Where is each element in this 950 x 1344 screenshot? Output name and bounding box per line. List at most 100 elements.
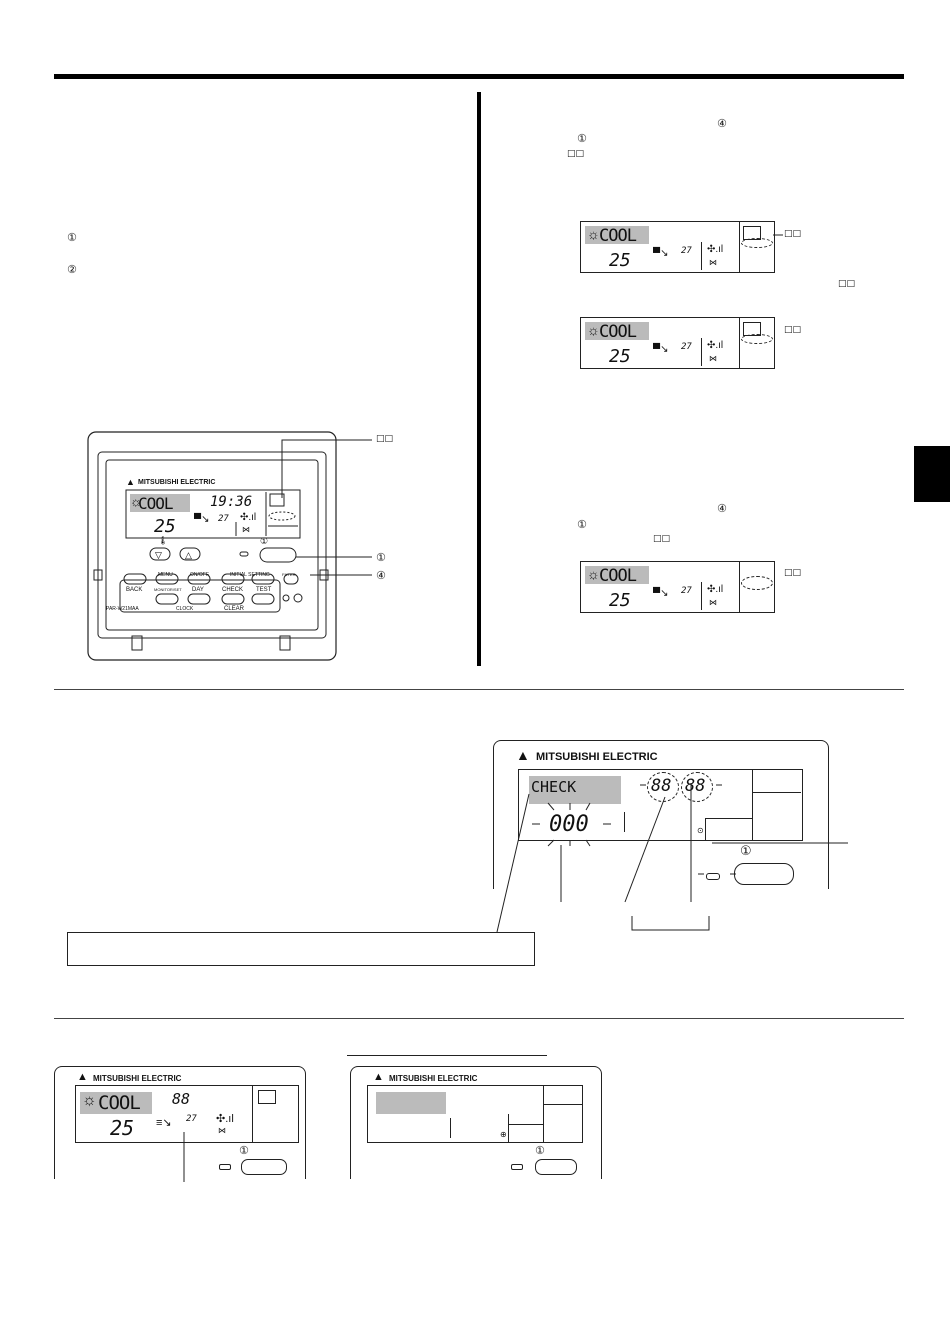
check-on-off-button[interactable]: [734, 863, 794, 885]
bl-set-temp: 25: [110, 1116, 135, 1140]
bottom-left-panel: ▲ MITSUBISHI ELECTRIC ☼ COOL 88 25 ≡↘ 27…: [54, 1066, 306, 1179]
remote-callout-box: □□: [376, 434, 394, 444]
lcd2-callout-box: □□: [784, 325, 802, 335]
br-lcd-highlight: [376, 1092, 446, 1114]
bl-on-off-button[interactable]: [241, 1159, 287, 1175]
lcd-display-2: ☼ COOL 25 ▀↘ 27 ✣.ıl ⋈: [580, 317, 775, 369]
remote-monitor-set-label[interactable]: MONITOR/SET: [154, 587, 182, 592]
br-on-off-button[interactable]: [535, 1159, 577, 1175]
lcd1-fan-icon: ☼: [587, 226, 600, 242]
lcd3-vane-icon: ▀↘: [653, 588, 669, 599]
bl-mode: COOL: [98, 1092, 141, 1114]
br-heading-rule: [347, 1055, 547, 1056]
page-thumb-tab: [914, 446, 950, 502]
remote-fan-speed-icon: ✣.ıl: [240, 512, 257, 523]
marker-box-a: □□: [567, 149, 585, 159]
remote-clock-label: CLOCK: [176, 606, 194, 612]
lcd2-vane-icon: ▀↘: [653, 344, 669, 355]
svg-text:△: △: [185, 550, 192, 560]
remote-outline: ▽ △: [87, 431, 337, 661]
lcd2-louver-icon: ⋈: [709, 354, 717, 363]
remote-back-label[interactable]: BACK: [126, 587, 143, 593]
check-code-digits: 000: [549, 812, 589, 837]
check-label: CHECK: [531, 778, 577, 796]
marker-box-b: □□: [838, 279, 856, 289]
section-separator-1: [54, 689, 904, 690]
br-sensor-icon: ⊕: [500, 1130, 507, 1139]
check-sensor-icon: ⊙: [697, 826, 704, 835]
br-logo-icon: ▲: [373, 1071, 384, 1083]
remote-model-label: PAR-W21MAA: [106, 606, 139, 612]
remote-test-label[interactable]: TEST: [256, 587, 272, 593]
marker-four-b: ④: [717, 502, 727, 515]
marker-one-a: ①: [577, 132, 587, 145]
check-display-panel: ▲ MITSUBISHI ELECTRIC CHECK 000 88 88 ⊙ …: [493, 740, 829, 889]
br-lcd: ⊕: [367, 1085, 583, 1143]
bl-fan-speed-icon: ✣.ıl: [216, 1113, 234, 1125]
lcd3-fan-speed-icon: ✣.ıl: [707, 584, 724, 595]
lcd3-filter-cleared: [741, 576, 773, 590]
bl-room-temp: 27: [186, 1114, 197, 1124]
lcd3-fan-icon: ☼: [587, 566, 600, 582]
lcd1-mode: COOL: [599, 226, 637, 246]
remote-set-temp: 25: [154, 516, 176, 537]
remote-callout-four: ④: [376, 569, 386, 582]
marker-four-a: ④: [717, 117, 727, 130]
remote-initial-setting-label: INITIAL SETTING: [230, 572, 270, 578]
section-separator-2: [54, 1018, 904, 1019]
remote-marker-one: ①: [260, 537, 269, 547]
remote-clear-label[interactable]: CLEAR: [224, 606, 245, 612]
column-divider: [477, 92, 481, 666]
remote-filter-label[interactable]: FILTER: [282, 572, 296, 577]
check-logo-icon: ▲: [516, 747, 530, 763]
lcd1-room-temp: 27: [681, 246, 692, 256]
top-rule: [54, 74, 904, 79]
lcd-display-1: ☼ COOL 25 ▀↘ 27 ✣.ıl ⋈: [580, 221, 775, 273]
remote-callout-one: ①: [376, 551, 386, 564]
bl-indicator-lamp: [219, 1164, 231, 1170]
lcd3-callout-box: □□: [784, 568, 802, 578]
bl-louver-icon: ⋈: [218, 1126, 226, 1135]
bl-fan-icon: ☼: [82, 1092, 97, 1109]
lcd1-set-temp: 25: [609, 250, 631, 271]
temp-button-label-icon: 🌡: [158, 536, 169, 545]
lcd2-fan-speed-icon: ✣.ıl: [707, 340, 724, 351]
lcd-display-3: ☼ COOL 25 ▀↘ 27 ✣.ıl ⋈: [580, 561, 775, 613]
check-address-digits-2-ring: [681, 772, 713, 802]
lcd1-vane-icon: ▀↘: [653, 248, 669, 259]
bl-marker-one: ①: [239, 1144, 249, 1157]
step-marker-two: ②: [67, 263, 77, 276]
check-description-box: [67, 932, 535, 966]
lcd2-set-temp: 25: [609, 346, 631, 367]
lcd3-louver-icon: ⋈: [709, 598, 717, 607]
check-brand-label: MITSUBISHI ELECTRIC: [536, 751, 658, 763]
br-brand-label: MITSUBISHI ELECTRIC: [389, 1074, 478, 1083]
lcd3-room-temp: 27: [681, 586, 692, 596]
remote-vane-icon: ▀↘: [194, 514, 210, 525]
bottom-right-panel: ▲ MITSUBISHI ELECTRIC ⊕ ①: [350, 1066, 602, 1179]
bl-vane-icon: ≡↘: [156, 1117, 172, 1129]
bl-logo-icon: ▲: [77, 1071, 88, 1083]
check-lcd: CHECK 000 88 88 ⊙: [518, 769, 803, 841]
lcd2-filter-blink: [741, 334, 773, 344]
br-indicator-lamp: [511, 1164, 523, 1170]
bl-filter-icon: [258, 1090, 276, 1104]
bl-callout-line: [183, 1132, 185, 1182]
mitsubishi-logo-icon: ▲: [126, 477, 135, 487]
remote-check-label[interactable]: CHECK: [222, 587, 244, 593]
remote-louver-icon: ⋈: [242, 525, 250, 534]
marker-box-c: □□: [653, 534, 671, 544]
remote-clock: 19:36: [210, 494, 253, 510]
lcd3-mode: COOL: [599, 566, 637, 586]
remote-menu-label: MENU: [158, 572, 173, 578]
remote-fan-icon: ☼: [130, 494, 142, 509]
remote-day-label[interactable]: DAY: [192, 587, 204, 593]
check-marker-one: ①: [740, 844, 752, 859]
check-address-digits-2: 88: [685, 776, 706, 796]
marker-one-b: ①: [577, 518, 587, 531]
br-marker-one: ①: [535, 1144, 545, 1157]
bl-brand-label: MITSUBISHI ELECTRIC: [93, 1074, 182, 1083]
bl-blink-digits: 88: [172, 1090, 191, 1108]
remote-room-temp: 27: [218, 514, 229, 524]
check-address-digits-1: 88: [651, 776, 672, 796]
